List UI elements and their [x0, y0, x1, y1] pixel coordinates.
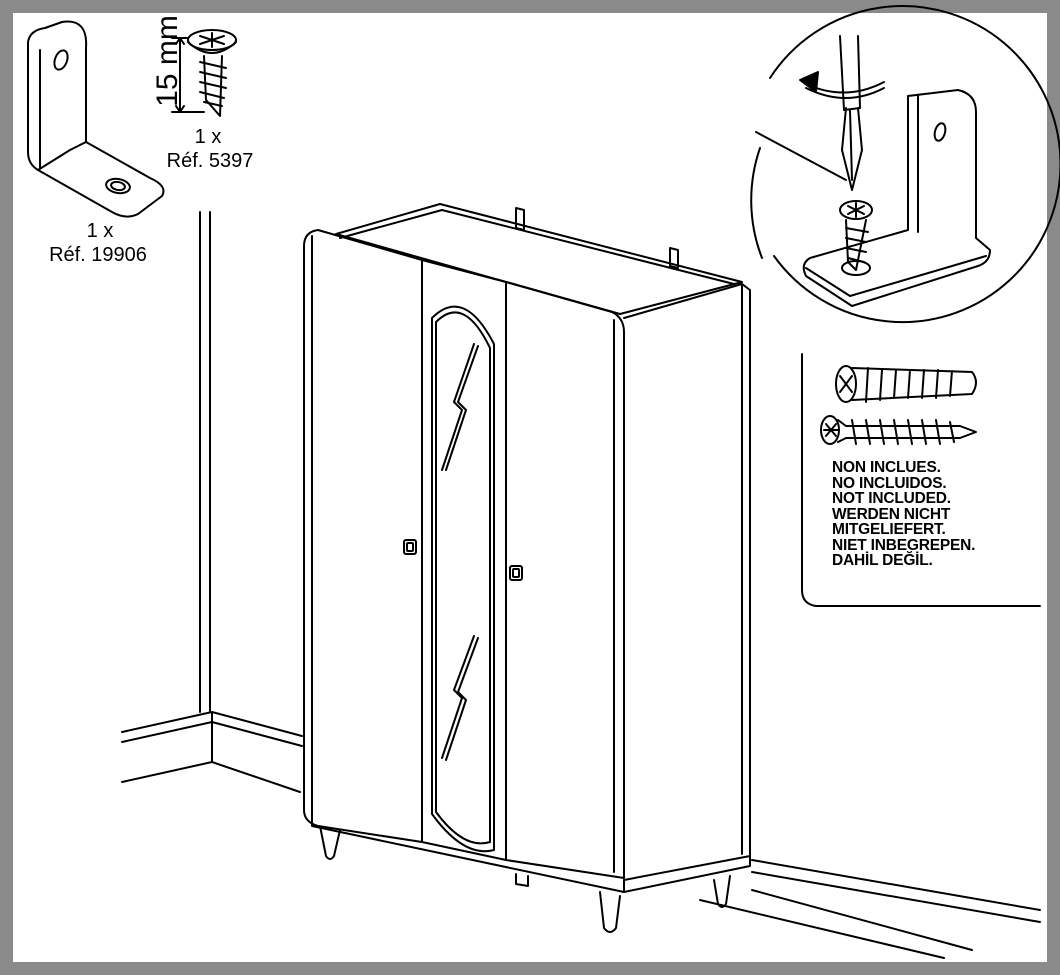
notice-line: MITGELIEFERT.: [832, 521, 946, 538]
screw-length-label: 15 mm: [151, 15, 184, 107]
bracket-reference: Réf. 19906: [49, 244, 147, 266]
notice-line: NIET INBEGREPEN.: [832, 536, 976, 554]
notice-line: NO INCLUIDOS.: [832, 474, 947, 492]
wardrobe: [303, 203, 751, 933]
not-included-notice: NON INCLUES. NO INCLUIDOS. NOT INCLUDED.…: [832, 460, 1052, 569]
notice-line: DAHİL DEĞİL.: [832, 552, 933, 569]
room-lines: [121, 211, 1041, 959]
l-bracket-icon: [27, 20, 165, 218]
notice-line: WERDEN NICHT: [832, 505, 951, 523]
wall-screw-icon: [820, 415, 977, 445]
wall-plug-icon: [835, 365, 977, 403]
bracket-quantity: 1 x: [86, 220, 114, 242]
screw-icon: [171, 29, 237, 117]
detail-circle: [750, 5, 1060, 324]
screw-reference: Réf. 5397: [166, 150, 254, 172]
notice-line: NON INCLUES.: [832, 459, 941, 476]
screw-quantity: 1 x: [194, 126, 222, 148]
notice-line: NOT INCLUDED.: [832, 490, 951, 507]
notice-panel: [801, 353, 1041, 607]
